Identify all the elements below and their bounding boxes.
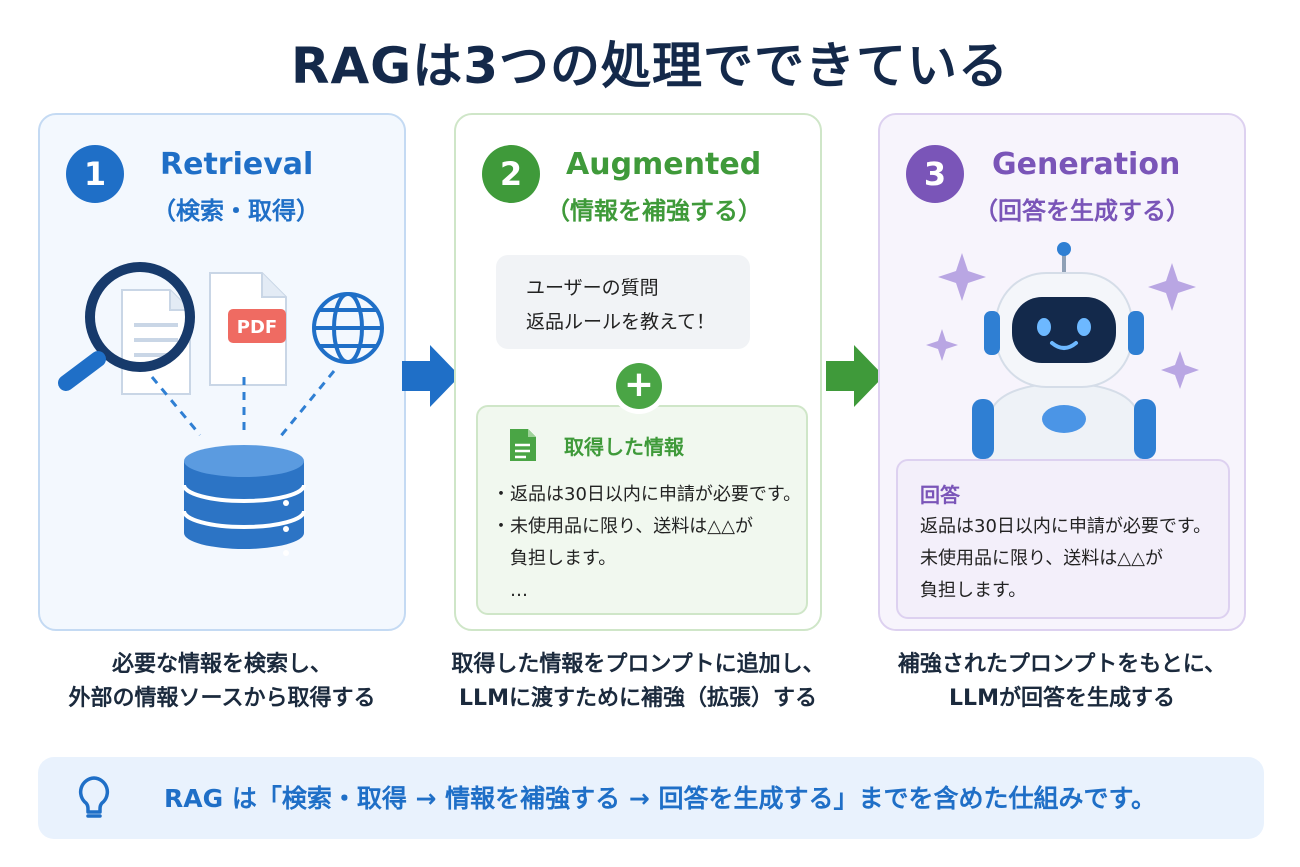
step-card-augmented: 2 Augmented （情報を補強する） ユーザーの質問 返品ルールを教えて！… <box>454 113 822 631</box>
step-number: 3 <box>906 145 964 203</box>
question-line: 返品ルールを教えて！ <box>526 311 716 333</box>
pdf-label: PDF <box>237 317 277 338</box>
retrieved-info-box: 取得した情報 ・返品は30日以内に申請が必要です。 ・未使用品に限り、送料は△△… <box>476 405 808 615</box>
retrieved-line: ・返品は30日以内に申請が必要です。 <box>492 484 802 505</box>
summary-banner: RAG は「検索・取得 → 情報を補強する → 回答を生成する」までを含めた仕組… <box>38 757 1264 839</box>
description-line: 補強されたプロンプトをもとに、 <box>897 652 1227 677</box>
step-number: 1 <box>66 145 124 203</box>
step-card-generation: 3 Generation （回答を生成する） 回答 <box>878 113 1246 631</box>
step-title: Augmented <box>566 147 762 182</box>
answer-line: 未使用品に限り、送料は△△が <box>920 548 1163 569</box>
step-number: 2 <box>482 145 540 203</box>
document-icon <box>510 429 536 461</box>
retrieved-line: … <box>492 580 528 601</box>
database-icon <box>182 445 306 556</box>
answer-line: 返品は30日以内に申請が必要です。 <box>920 516 1212 537</box>
plus-icon: + <box>616 363 662 409</box>
description-line: 必要な情報を検索し、 <box>111 652 332 677</box>
user-question-box: ユーザーの質問 返品ルールを教えて！ <box>496 255 750 349</box>
retrieval-illustration: PDF <box>58 262 384 556</box>
step-description-augmented: 取得した情報をプロンプトに追加し、 LLMに渡すために補強（拡張）する <box>438 648 838 716</box>
answer-title: 回答 <box>920 483 960 507</box>
step-subtitle: （回答を生成する） <box>974 197 1190 225</box>
description-line: LLMが回答を生成する <box>949 686 1175 711</box>
page-title: RAGは3つの処理でできている <box>290 37 1010 95</box>
description-line: 取得した情報をプロンプトに追加し、 <box>451 652 825 677</box>
retrieved-info-title: 取得した情報 <box>564 435 684 459</box>
answer-box: 回答 返品は30日以内に申請が必要です。 未使用品に限り、送料は△△が 負担しま… <box>896 459 1230 619</box>
robot-illustration <box>926 242 1199 466</box>
sparkle-icon <box>926 253 1199 389</box>
step-description-generation: 補強されたプロンプトをもとに、 LLMが回答を生成する <box>862 648 1262 716</box>
question-line: ユーザーの質問 <box>526 277 659 299</box>
robot-icon <box>972 242 1156 466</box>
magnifier-icon <box>58 262 195 391</box>
description-line: 外部の情報ソースから取得する <box>68 686 376 711</box>
globe-icon <box>312 292 384 364</box>
arrow-right-icon <box>826 345 884 407</box>
step-description-retrieval: 必要な情報を検索し、 外部の情報ソースから取得する <box>22 648 422 716</box>
arrow-right-icon <box>402 345 460 407</box>
summary-text: RAG は「検索・取得 → 情報を補強する → 回答を生成する」までを含めた仕組… <box>164 784 1157 813</box>
lightbulb-icon <box>78 776 110 818</box>
step-title: Retrieval <box>160 147 314 182</box>
answer-line: 負担します。 <box>920 580 1027 601</box>
retrieved-line: ・未使用品に限り、送料は△△が <box>492 516 753 537</box>
description-line: LLMに渡すために補強（拡張）する <box>459 686 817 711</box>
step-subtitle: （情報を補強する） <box>546 197 762 225</box>
retrieved-line: 負担します。 <box>492 548 617 569</box>
step-card-retrieval: 1 Retrieval （検索・取得） PDF <box>38 113 406 631</box>
pdf-icon: PDF <box>209 272 287 386</box>
step-subtitle: （検索・取得） <box>152 197 320 225</box>
step-title: Generation <box>992 147 1181 182</box>
